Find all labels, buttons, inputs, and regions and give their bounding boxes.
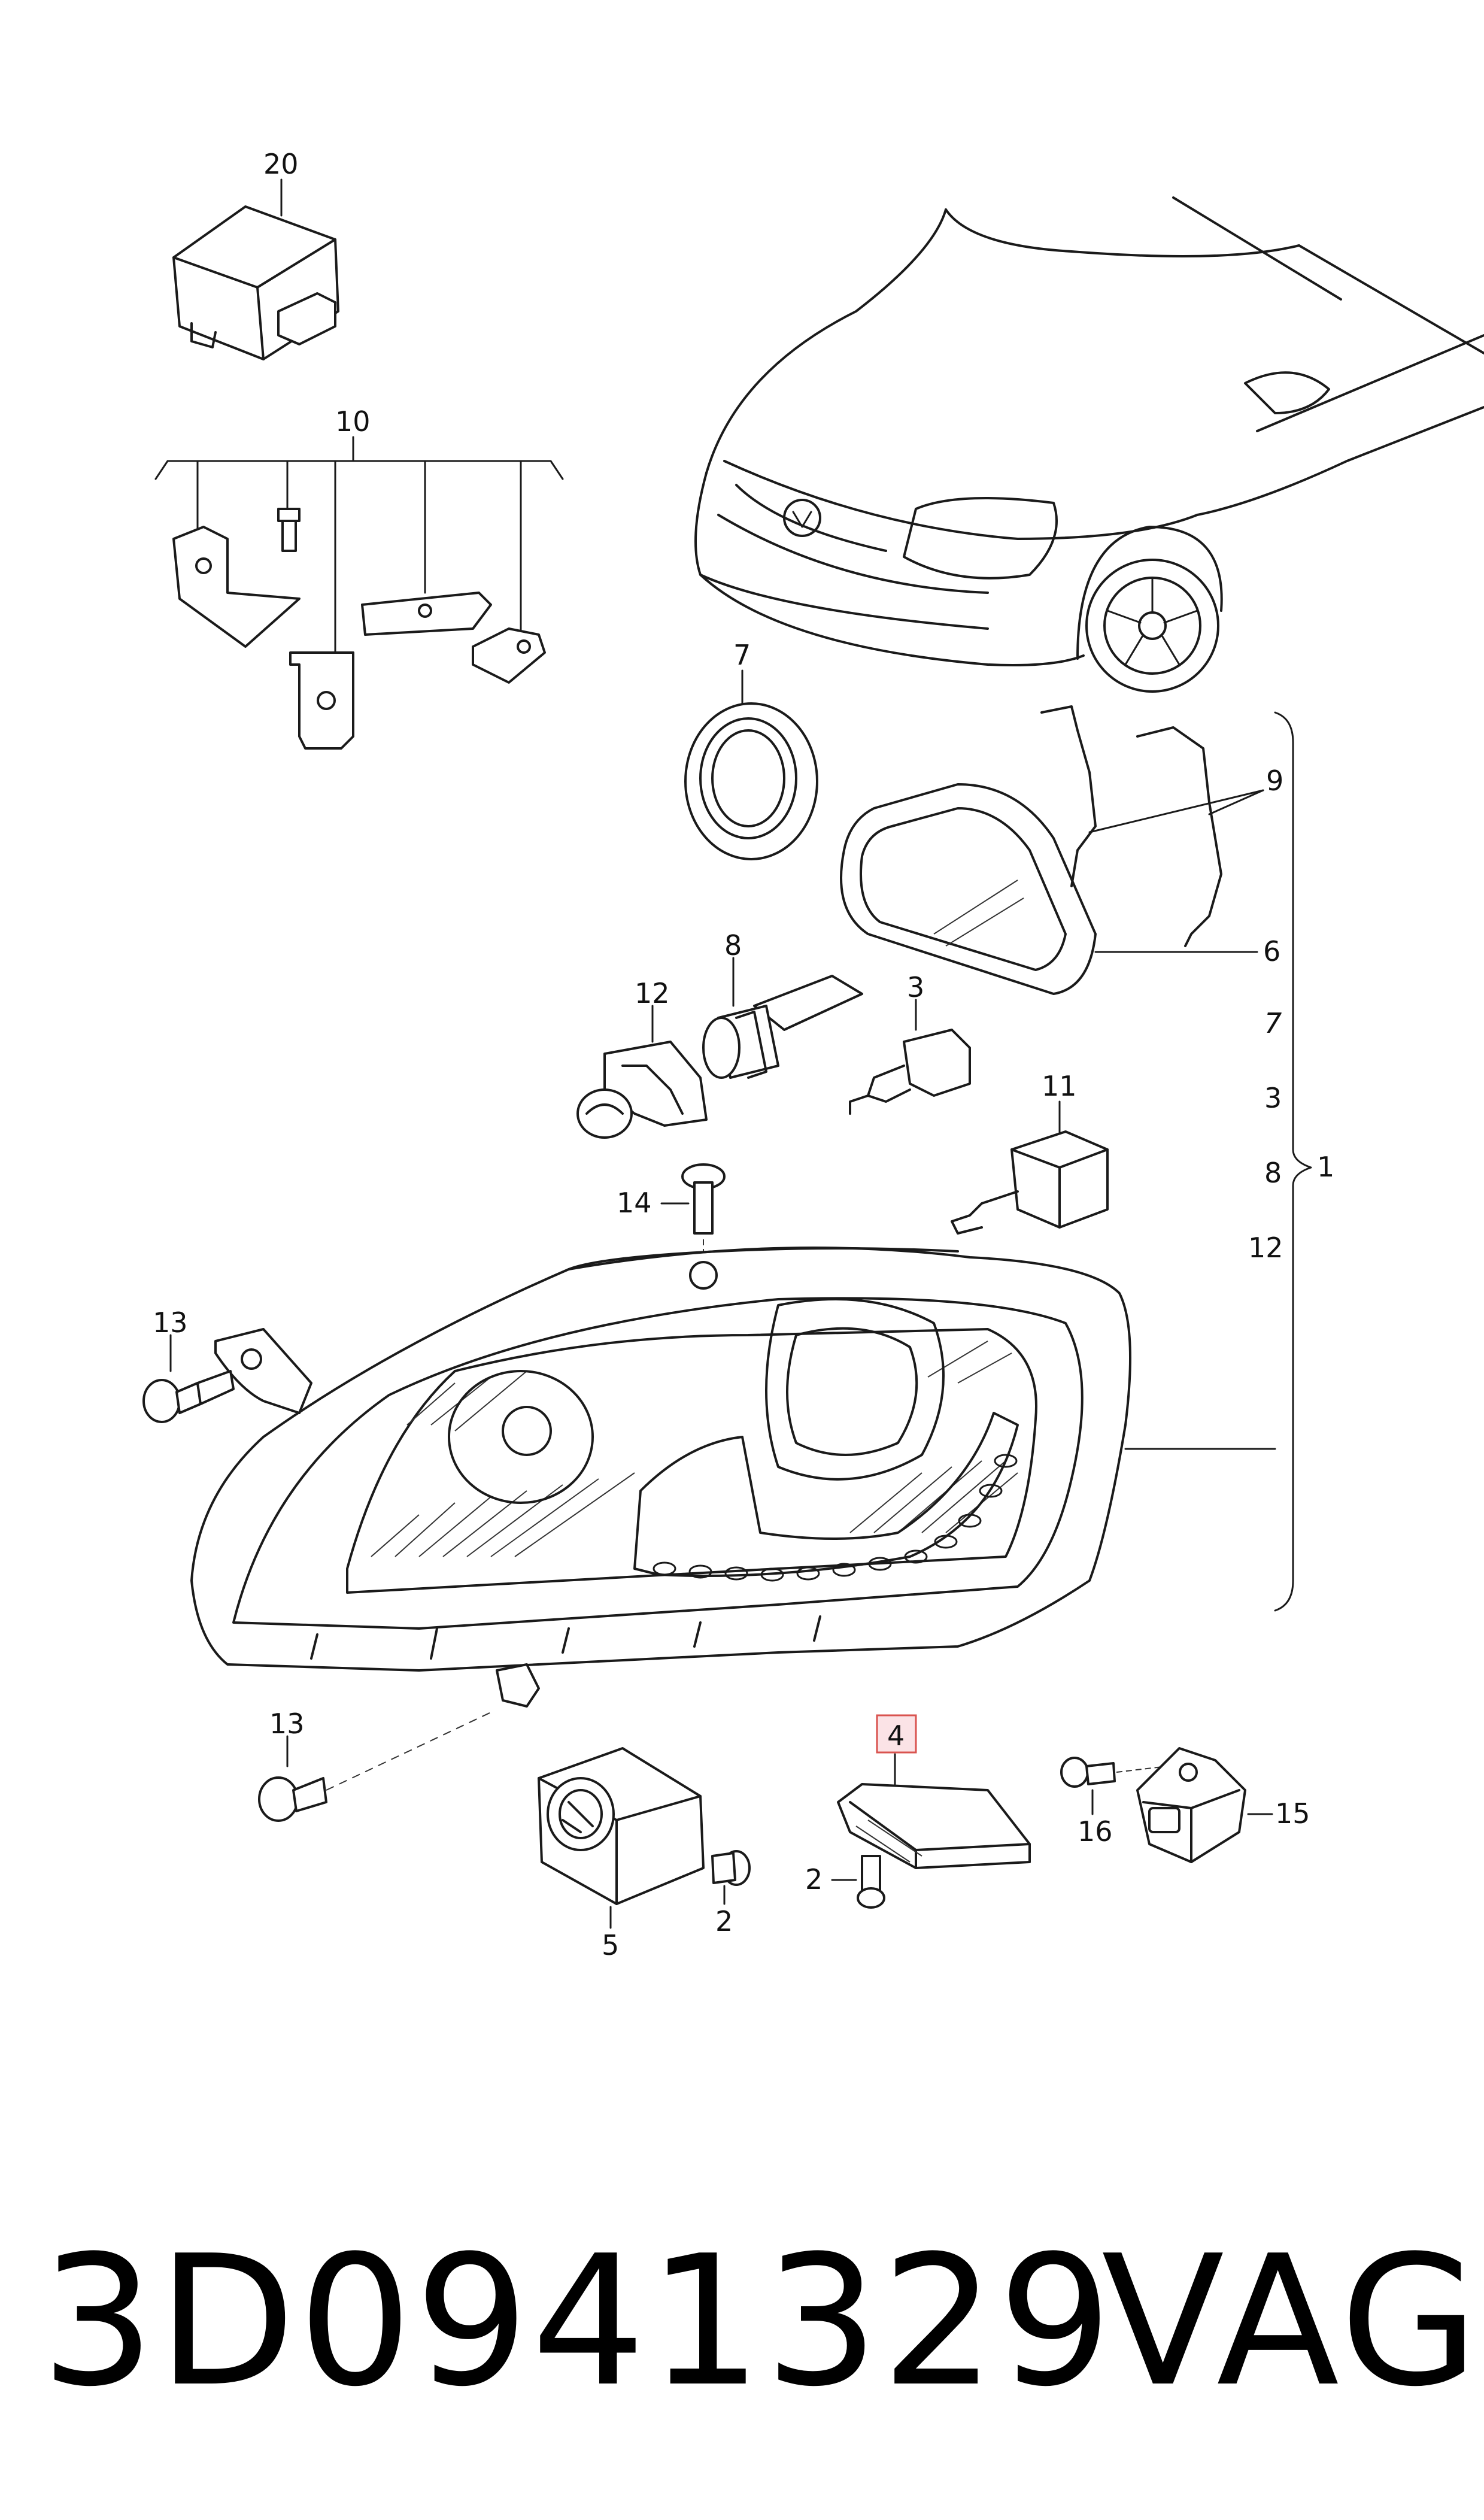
part-6-seal-frame [840, 783, 1258, 995]
callout-13-upper: 13 [153, 1306, 188, 1339]
callout-2-a: 2 [715, 1905, 733, 1937]
callout-1: 1 [1317, 1151, 1334, 1183]
callout-6: 6 [1263, 935, 1280, 968]
part-10-bracket-set [154, 436, 564, 750]
callout-14: 14 [617, 1187, 652, 1219]
assembly-bracket [1274, 711, 1312, 1612]
part-12-bulb [576, 1005, 708, 1139]
bracket-item-7: 7 [1264, 1007, 1282, 1039]
part-7-cover-cap [684, 669, 818, 860]
bracket-item-3: 3 [1264, 1082, 1282, 1114]
part-5-ballast-unit [538, 1747, 705, 1929]
brand-name: VAG [1101, 2217, 1483, 2426]
part-9-retaining-clips [1040, 705, 1264, 947]
part-2-screw-b [831, 1855, 885, 1909]
callout-13-lower: 13 [269, 1708, 305, 1740]
vehicle-outline [694, 196, 1484, 693]
led-points [653, 1454, 1018, 1582]
callout-9: 9 [1266, 765, 1283, 797]
part-11-hid-bulb [951, 1100, 1109, 1235]
bracket-item-12: 12 [1248, 1232, 1283, 1264]
callout-2-b: 2 [805, 1863, 823, 1896]
callout-labels: 20 10 7 9 6 8 12 3 11 14 13 13 1 6 7 3 8… [153, 148, 1334, 1961]
highlight-box-part-4 [876, 1714, 917, 1754]
callout-7: 7 [733, 639, 751, 671]
part-8-bulb [702, 957, 863, 1079]
part-14-screw [660, 1163, 726, 1275]
callout-10: 10 [335, 405, 371, 438]
part-number: 3D0941329 [41, 2217, 1115, 2426]
callout-16: 16 [1078, 1815, 1113, 1848]
callout-4: 4 [887, 1720, 905, 1752]
callout-5: 5 [602, 1929, 619, 1961]
part-15-bracket [1136, 1747, 1273, 1863]
callout-11: 11 [1042, 1070, 1077, 1102]
bracket-item-8: 8 [1264, 1157, 1282, 1189]
callout-3: 3 [907, 971, 924, 1003]
part-13-screw-lower [258, 1712, 491, 1822]
part-20-control-module [172, 178, 339, 360]
callout-8: 8 [724, 929, 742, 962]
part-1-headlight-housing [190, 1247, 1276, 1708]
part-3-socket [849, 999, 971, 1115]
callout-12: 12 [635, 977, 670, 1009]
callout-15: 15 [1275, 1797, 1310, 1830]
callout-20: 20 [263, 148, 299, 180]
part-4-control-module [837, 1753, 1031, 1869]
part-2-screw-a [711, 1850, 751, 1905]
part-16-screw [1060, 1757, 1168, 1815]
part-13-screw-upper [142, 1334, 235, 1423]
